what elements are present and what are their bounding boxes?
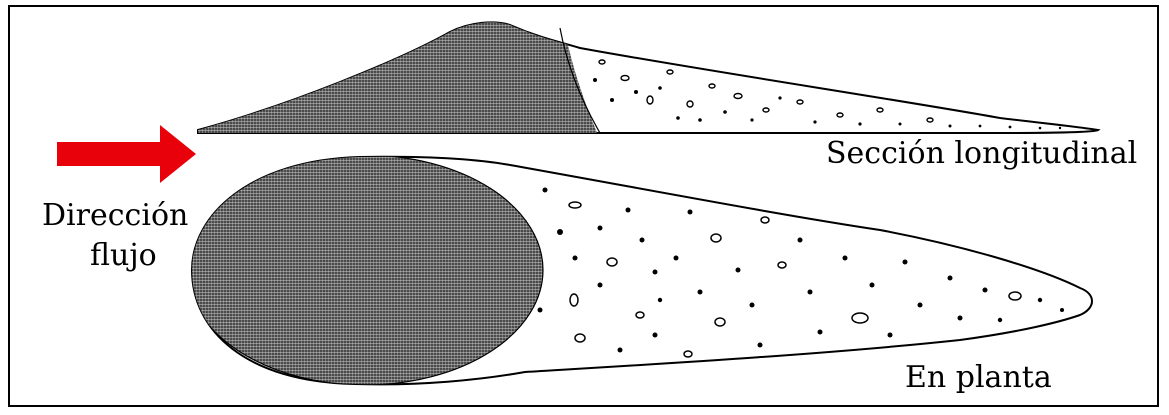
right-arrow-icon <box>57 125 196 183</box>
plan-view-label: En planta <box>905 360 1052 396</box>
flow-direction-label: Dirección <box>42 198 188 234</box>
flow-direction-label-line2: flujo <box>90 238 157 274</box>
longitudinal-section-profile <box>150 0 1098 140</box>
section-rock-core <box>150 0 600 140</box>
plan-view-outline <box>187 155 1092 385</box>
longitudinal-section-label: Sección longitudinal <box>826 136 1137 172</box>
